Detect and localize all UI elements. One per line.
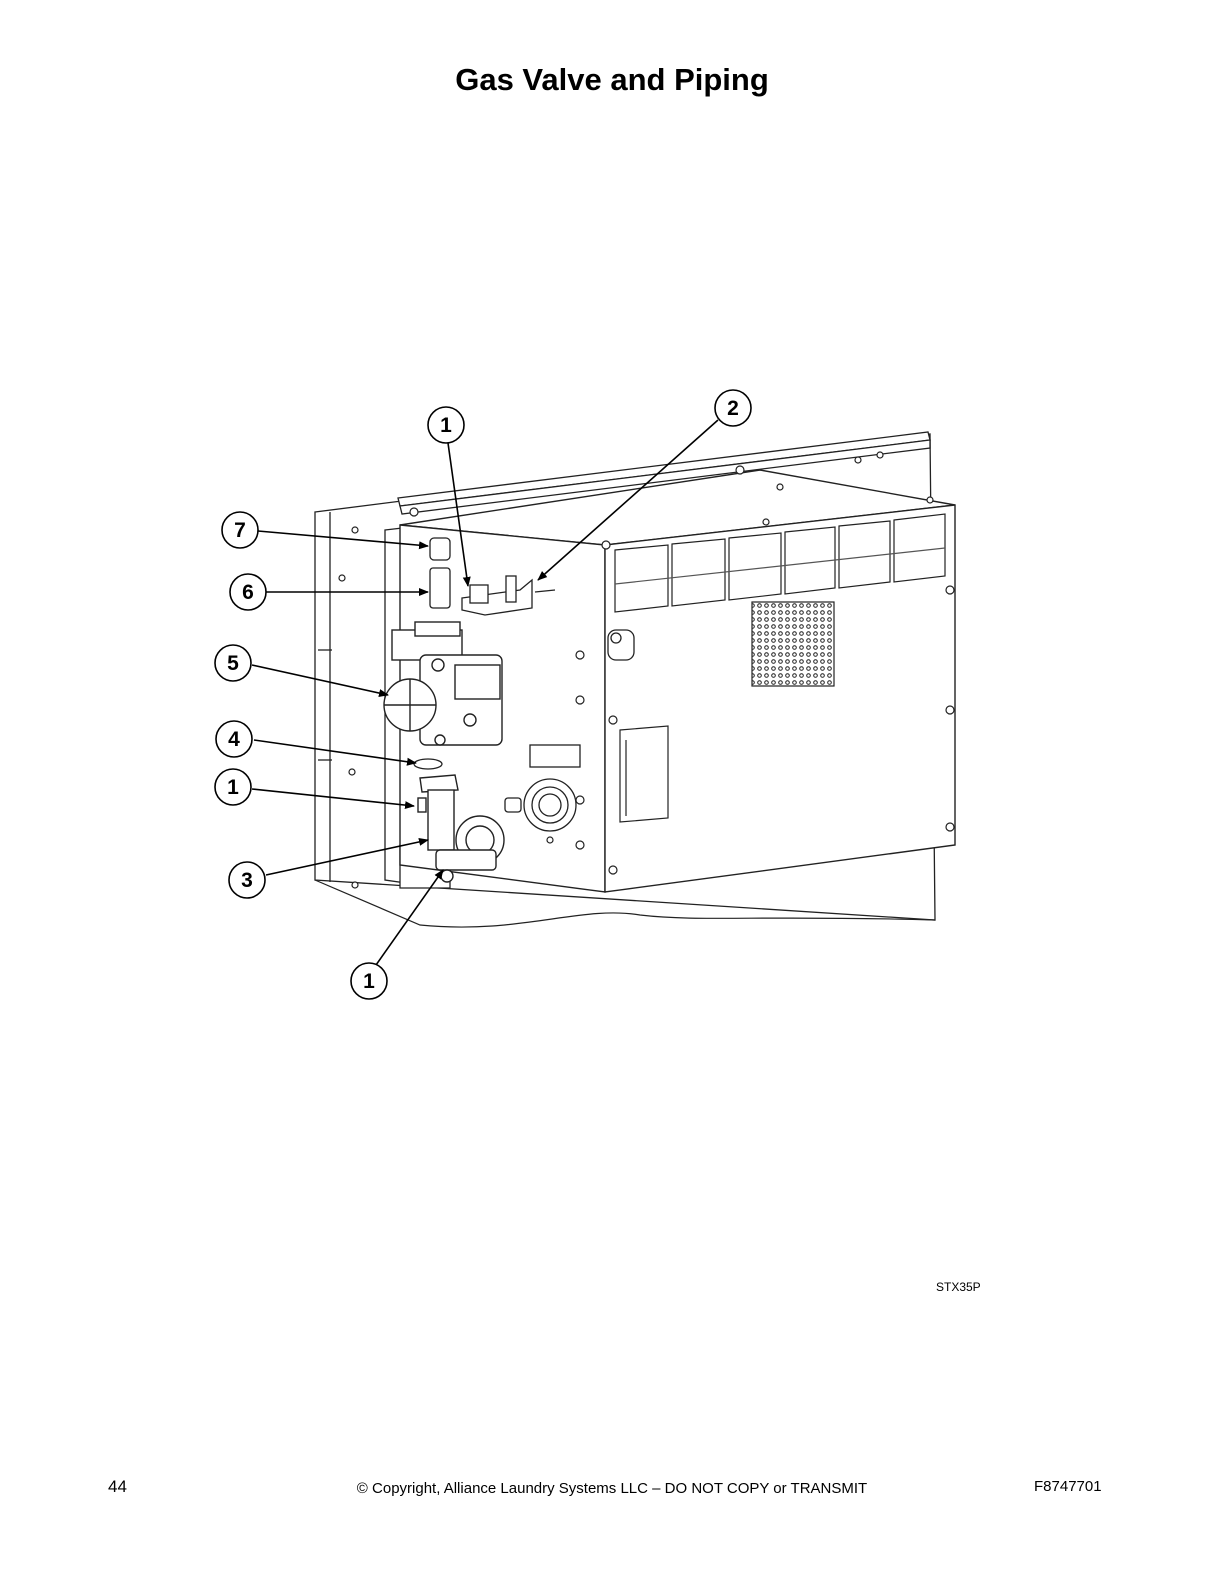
figure-code: STX35P (936, 1280, 981, 1294)
base-outline (314, 879, 936, 928)
gas-valve (383, 621, 503, 746)
callout-label: 1 (440, 414, 452, 437)
callout-label: 4 (228, 728, 240, 751)
callout-item: 2 (714, 389, 752, 427)
callout-label: 7 (234, 519, 246, 542)
callout-item: 6 (229, 573, 267, 611)
access-panel (619, 725, 669, 823)
igniter-assembly (461, 575, 556, 616)
callout-label: 5 (227, 652, 239, 675)
cap-part (429, 537, 451, 561)
document-code: F8747701 (1034, 1478, 1102, 1495)
page-title: Gas Valve and Piping (455, 62, 769, 97)
leader-lines (251, 419, 719, 966)
page-number: 44 (108, 1477, 127, 1496)
copyright-notice: © Copyright, Alliance Laundry Systems LL… (356, 1480, 868, 1497)
callout-item: 1 (214, 768, 252, 806)
callout-label: 6 (242, 581, 254, 604)
gasket-part (413, 758, 443, 770)
callout-item: 7 (221, 511, 259, 549)
vent-slots (614, 513, 946, 613)
callout-item: 1 (427, 406, 465, 444)
callout-label: 1 (363, 970, 375, 993)
callout-label: 3 (241, 869, 253, 892)
callout-label: 1 (227, 776, 239, 799)
callout-item: 4 (215, 720, 253, 758)
callout-item: 1 (350, 962, 388, 1000)
callout-item: 3 (228, 861, 266, 899)
burner-port (504, 744, 581, 832)
nipple-part (429, 567, 451, 609)
side-fitting (607, 629, 635, 661)
mesh-grille (751, 601, 835, 687)
callout-item: 5 (214, 644, 252, 682)
callout-label: 2 (727, 397, 739, 420)
inlet-pipe (417, 774, 505, 883)
